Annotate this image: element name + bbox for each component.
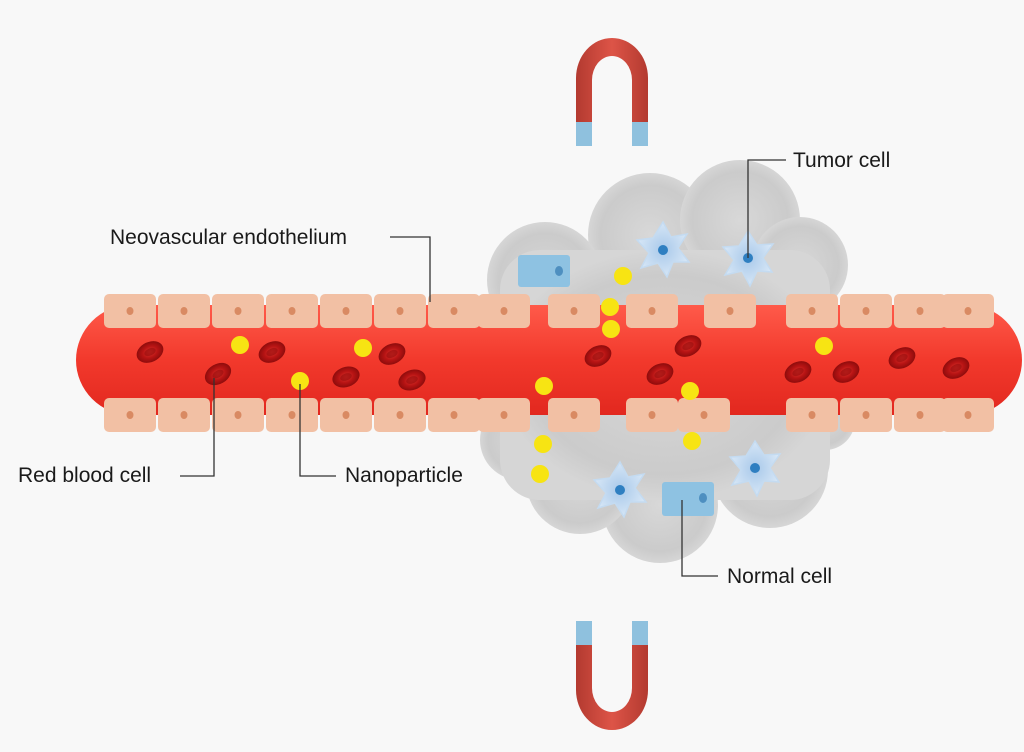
tumor-cells: [592, 220, 782, 519]
blood-vessel: [76, 305, 1022, 415]
nanoparticles: [231, 267, 833, 483]
endothelium-top: [104, 294, 994, 328]
leader-lines: [180, 159, 786, 577]
magnet-top-icon: [576, 38, 648, 146]
normal-cell-top: [518, 255, 570, 287]
label-tumor-cell: Tumor cell: [793, 149, 891, 172]
magnet-bottom-icon: [576, 621, 648, 730]
label-nanoparticle: Nanoparticle: [345, 464, 463, 487]
endothelium-bottom: [104, 398, 994, 432]
label-red-blood-cell: Red blood cell: [18, 464, 152, 487]
normal-cell-bottom: [662, 482, 714, 516]
label-normal-cell: Normal cell: [727, 565, 833, 588]
label-neovascular-endothelium: Neovascular endothelium: [110, 226, 347, 249]
